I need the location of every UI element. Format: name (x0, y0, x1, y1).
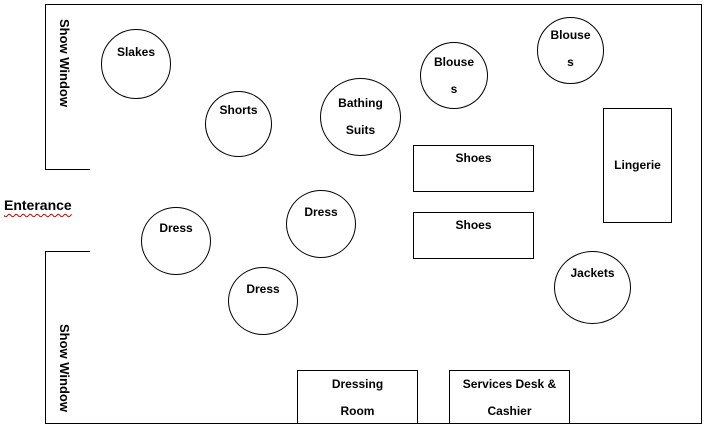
fixture-shoes-1: Shoes (413, 145, 534, 192)
fixture-label-line-1: Blouse (433, 54, 474, 69)
fixture-label: Shoes (455, 218, 492, 232)
fixture-label: Lingerie (614, 158, 661, 172)
room-label-line-2: Room (340, 404, 375, 418)
fixture-dress-1: Dress (141, 207, 211, 275)
wall-left-upper (45, 4, 46, 169)
wall-top (45, 4, 702, 5)
entrance-label: Enterance (4, 197, 72, 213)
fixture-label: Dress (246, 281, 280, 296)
room-service-desk: Services Desk & Cashier (449, 370, 570, 424)
fixture-shoes-2: Shoes (413, 212, 534, 259)
fixture-label: Shoes (455, 151, 492, 165)
wall-left-lower (45, 251, 46, 424)
fixture-blouses-1: Blouse s (420, 42, 488, 109)
fixture-dress-2: Dress (286, 190, 356, 258)
fixture-label-line-2: s (450, 81, 458, 96)
fixture-label-line-1: Blouse (550, 27, 591, 42)
fixture-label: Dress (304, 204, 338, 219)
room-label-line-2: Cashier (487, 404, 532, 418)
fixture-jackets: Jackets (554, 251, 631, 324)
fixture-label-line-2: Suits (345, 123, 376, 137)
show-window-top-label: Show Window (57, 19, 72, 107)
fixture-label-line-2: s (567, 54, 574, 69)
fixture-label: Slakes (116, 44, 156, 59)
fixture-lingerie: Lingerie (603, 108, 672, 223)
fixture-label-line-1: Bathing (338, 96, 383, 110)
fixture-label: Dress (159, 220, 193, 235)
show-window-bottom-label: Show Window (57, 324, 72, 412)
fixture-shorts: Shorts (205, 91, 272, 157)
fixture-bathing-suits: Bathing Suits (320, 78, 401, 156)
fixture-blouses-2: Blouse s (537, 17, 604, 84)
entrance-edge-upper (45, 169, 90, 170)
fixture-slakes: Slakes (101, 29, 171, 99)
room-label-line-1: Dressing (331, 377, 384, 391)
fixture-dress-3: Dress (228, 267, 298, 335)
entrance-edge-lower (45, 251, 90, 252)
fixture-label: Jackets (570, 266, 615, 280)
fixture-label: Shorts (219, 102, 258, 117)
wall-right (701, 4, 702, 424)
room-label-line-1: Services Desk & (462, 377, 557, 391)
room-dressing-room: Dressing Room (297, 370, 418, 424)
